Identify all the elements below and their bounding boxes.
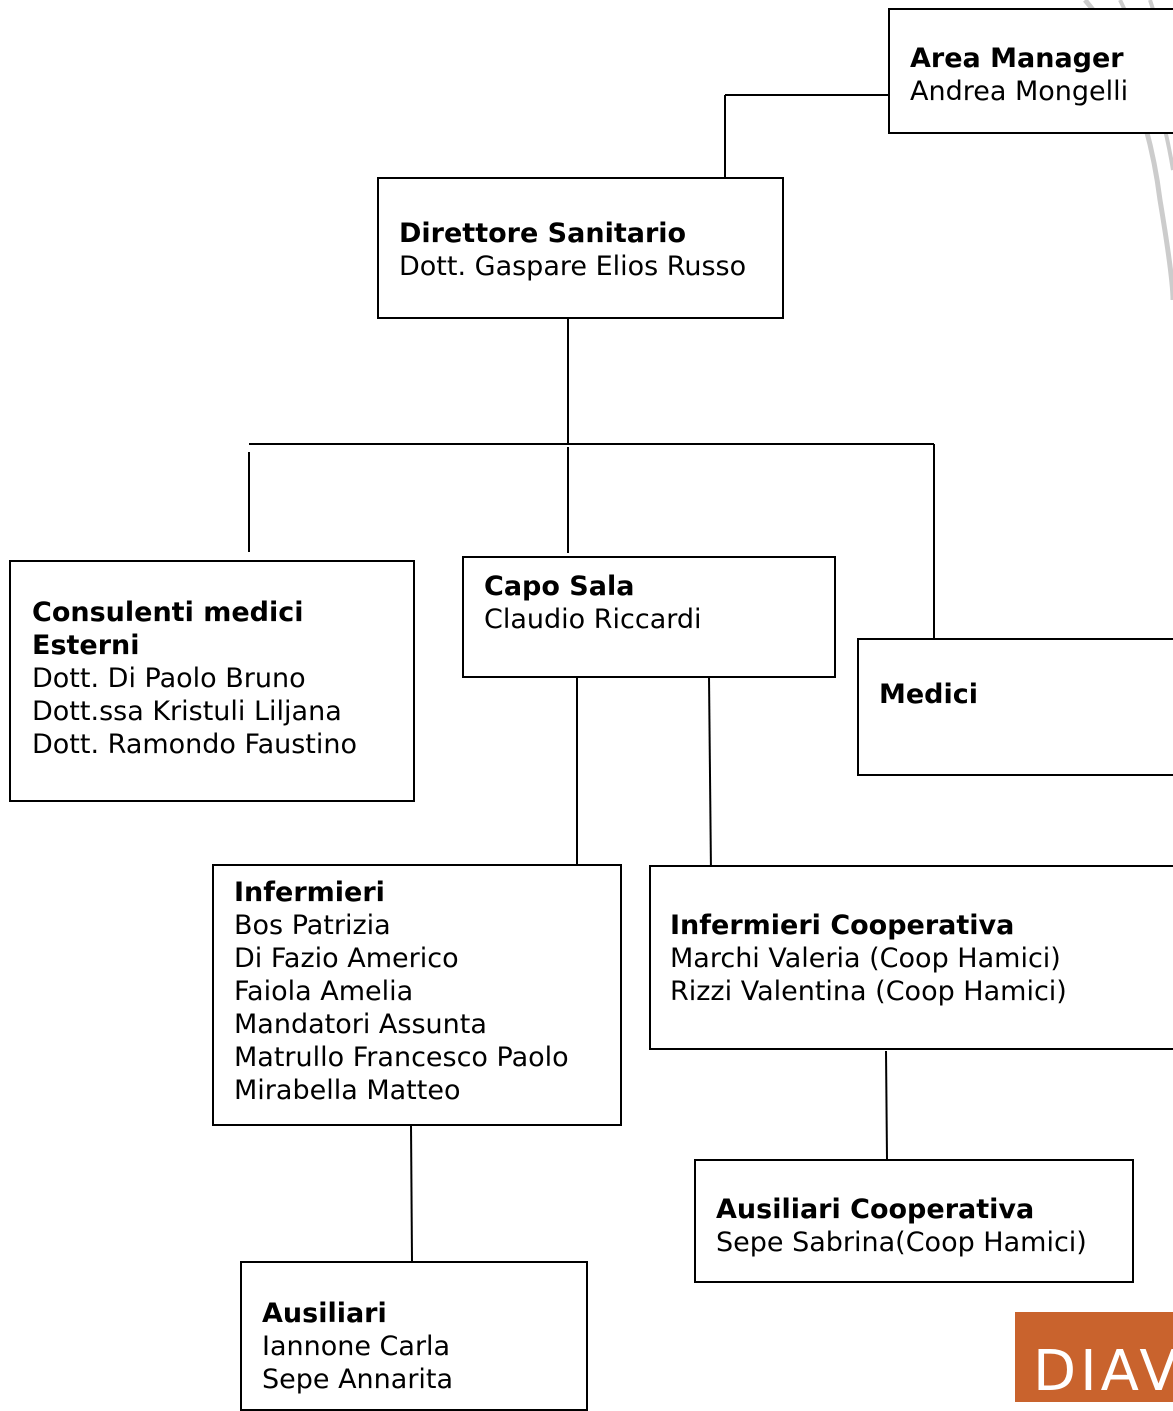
node-title: Medici (879, 679, 979, 710)
node-title: Consulenti medici (32, 597, 304, 628)
node-infermieri: Infermieri Bos Patrizia Di Fazio Americo… (212, 864, 622, 1126)
node-area-manager: Area Manager Andrea Mongelli (888, 8, 1173, 134)
connector-line (708, 676, 712, 874)
node-capo-sala: Capo Sala Claudio Riccardi (462, 556, 836, 678)
connector-line (885, 1050, 888, 1160)
node-person: Andrea Mongelli (910, 76, 1129, 107)
node-person: Dott. Ramondo Faustino (32, 729, 358, 760)
node-person: Sepe Annarita (262, 1364, 454, 1395)
node-ausiliari: Ausiliari Iannone Carla Sepe Annarita (240, 1261, 588, 1411)
node-person: Di Fazio Americo (234, 943, 459, 974)
logo-text: DIAV (1033, 1339, 1173, 1404)
node-ausiliari-cooperativa: Ausiliari Cooperativa Sepe Sabrina(Coop … (694, 1159, 1134, 1283)
node-title: Ausiliari (262, 1298, 387, 1329)
node-person: Bos Patrizia (234, 910, 391, 941)
node-medici: Medici (857, 638, 1173, 776)
node-person: Sepe Sabrina(Coop Hamici) (716, 1227, 1087, 1258)
node-infermieri-cooperativa: Infermieri Cooperativa Marchi Valeria (C… (649, 865, 1173, 1050)
node-title: Infermieri (234, 877, 385, 908)
node-person: Claudio Riccardi (484, 604, 702, 635)
brand-logo: DIAV (1015, 1312, 1173, 1402)
node-title: Ausiliari Cooperativa (716, 1194, 1035, 1225)
node-person: Iannone Carla (262, 1331, 451, 1362)
node-title: Area Manager (910, 43, 1124, 74)
connector-line (410, 1124, 413, 1263)
node-person: Mirabella Matteo (234, 1075, 461, 1106)
node-person: Matrullo Francesco Paolo (234, 1042, 569, 1073)
node-title: Direttore Sanitario (399, 218, 687, 249)
node-consulenti-medici: Consulenti medici Esterni Dott. Di Paolo… (9, 560, 415, 802)
node-person: Marchi Valeria (Coop Hamici) (670, 943, 1061, 974)
node-direttore-sanitario: Direttore Sanitario Dott. Gaspare Elios … (377, 177, 784, 319)
node-person: Dott. Gaspare Elios Russo (399, 251, 747, 282)
node-person: Dott.ssa Kristuli Liljana (32, 696, 342, 727)
node-person: Rizzi Valentina (Coop Hamici) (670, 976, 1067, 1007)
node-person: Mandatori Assunta (234, 1009, 487, 1040)
node-person: Faiola Amelia (234, 976, 414, 1007)
node-person: Dott. Di Paolo Bruno (32, 663, 306, 694)
node-title: Capo Sala (484, 571, 635, 602)
node-title: Esterni (32, 630, 140, 661)
node-title: Infermieri Cooperativa (670, 910, 1015, 941)
